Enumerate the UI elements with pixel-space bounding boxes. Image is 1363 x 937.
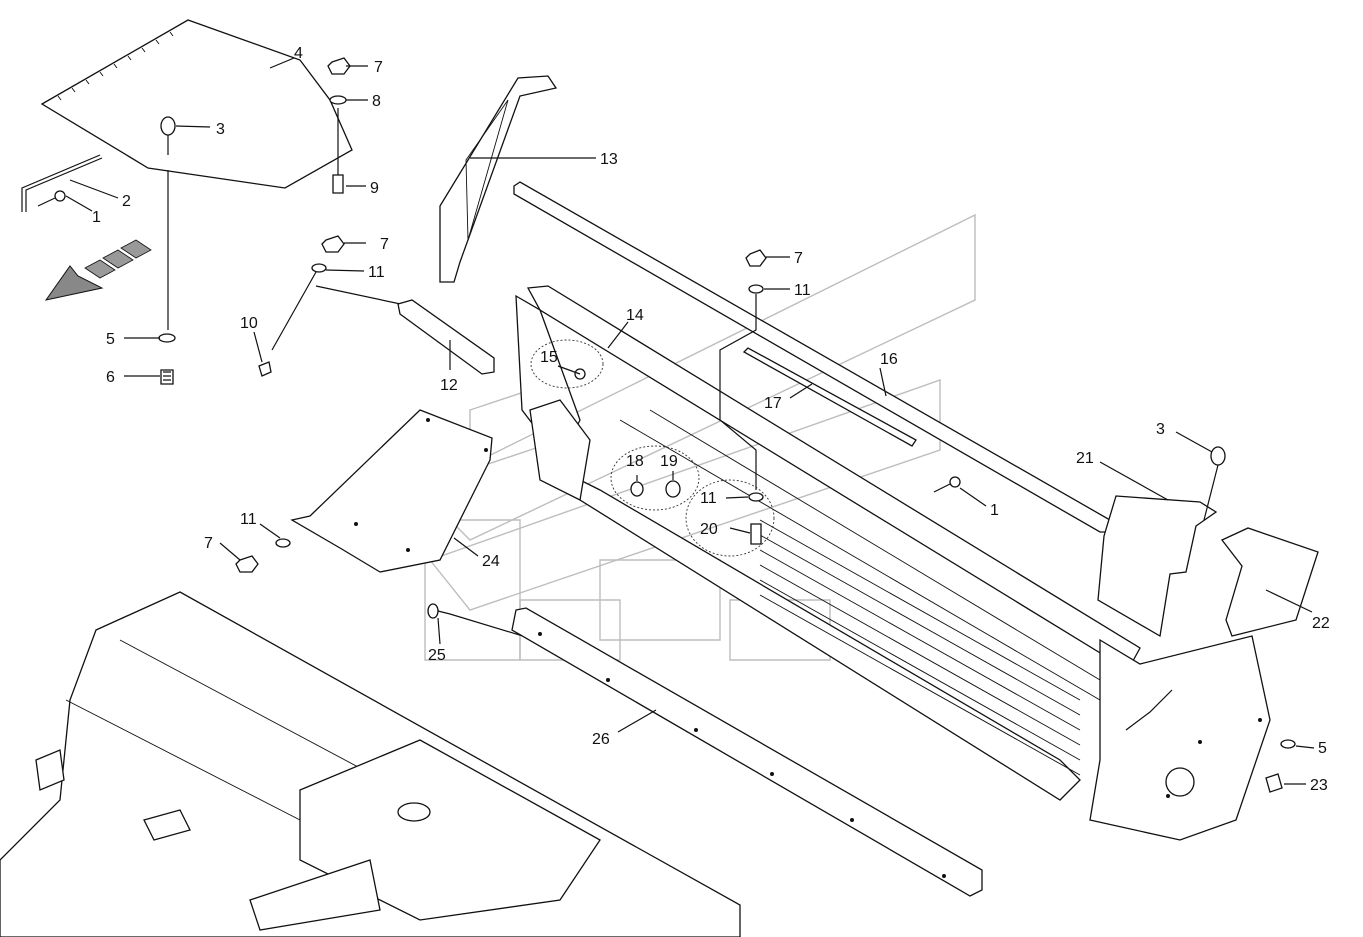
part-11-washer-b	[748, 284, 764, 294]
part-19-nut	[665, 480, 681, 498]
leader-20-line	[719, 294, 757, 490]
part-7-nut-bottom	[235, 555, 259, 573]
part-24-shield	[290, 409, 493, 573]
label-16: 16	[880, 351, 898, 368]
part-10-bolt	[258, 361, 272, 377]
label-7d: 7	[204, 535, 213, 552]
part-17-strip	[742, 347, 917, 447]
label-21: 21	[1076, 450, 1094, 467]
label-6: 6	[106, 369, 115, 386]
end-plate-right	[1089, 635, 1271, 841]
part-7-nut-right	[745, 249, 767, 267]
part-3-eyebolt-right	[1203, 446, 1226, 521]
part-2-rod	[21, 154, 103, 212]
label-12: 12	[440, 377, 458, 394]
label-1b: 1	[990, 502, 999, 519]
label-7a: 7	[374, 59, 383, 76]
part-7-nut-mid	[321, 235, 345, 253]
callout-labels: 1 2 3 4 7 8 9 5 6 7 11 10 12 13 14 15 7 …	[92, 45, 1330, 794]
label-3b: 3	[1156, 421, 1165, 438]
part-14-frame	[515, 285, 1141, 801]
label-24: 24	[482, 553, 500, 570]
label-15: 15	[540, 349, 558, 366]
label-23: 23	[1310, 777, 1328, 794]
part-11-washer-d	[275, 538, 291, 548]
label-5b: 5	[1318, 740, 1327, 757]
part-26-bar	[511, 607, 983, 897]
label-13: 13	[600, 151, 618, 168]
label-10: 10	[240, 315, 258, 332]
watermark	[418, 213, 976, 661]
part-5-washer-right	[1280, 739, 1296, 749]
label-18: 18	[626, 453, 644, 470]
part-20-bolt	[750, 523, 762, 545]
part-8-washer	[329, 95, 347, 105]
label-8: 8	[372, 93, 381, 110]
label-11c: 11	[700, 490, 717, 507]
part-23-bolt	[1265, 773, 1283, 793]
label-11b: 11	[794, 282, 811, 299]
label-19: 19	[660, 453, 678, 470]
part-3-eyebolt	[160, 116, 176, 155]
label-7c: 7	[794, 250, 803, 267]
label-4: 4	[294, 45, 303, 62]
leader-10	[271, 271, 317, 351]
leader-12-line	[315, 285, 411, 307]
part-12-bracket	[397, 299, 495, 375]
label-20: 20	[700, 521, 718, 538]
label-9: 9	[370, 180, 379, 197]
part-16-bar	[513, 181, 1111, 533]
part-25-bolt	[427, 603, 451, 619]
label-3a: 3	[216, 121, 225, 138]
label-7b: 7	[380, 236, 389, 253]
direction-arrow	[44, 239, 152, 301]
part-4-plate	[40, 19, 353, 189]
part-22-bracket	[1220, 527, 1319, 637]
part-6-bolt	[160, 369, 174, 385]
part-13-bracket	[439, 75, 558, 283]
label-2: 2	[122, 193, 131, 210]
part-11-washer-a	[311, 263, 327, 273]
part-1-pin-right	[933, 476, 961, 493]
label-11a: 11	[368, 264, 385, 281]
label-26: 26	[592, 731, 610, 748]
label-1a: 1	[92, 209, 101, 226]
part-18-washer	[630, 481, 644, 497]
label-14: 14	[626, 307, 644, 324]
part-9-bolt	[332, 174, 344, 194]
part-1-pin	[37, 190, 66, 207]
label-25: 25	[428, 647, 446, 664]
part-11-washer-c	[748, 492, 764, 502]
label-5a: 5	[106, 331, 115, 348]
part-21-plate	[1097, 495, 1218, 638]
base-machine	[0, 591, 741, 937]
label-11d: 11	[240, 511, 257, 528]
leader-lines	[65, 57, 1315, 785]
part-5-washer	[158, 333, 176, 343]
label-22: 22	[1312, 615, 1330, 632]
part-7-nut-top	[327, 57, 351, 75]
label-17: 17	[764, 395, 782, 412]
